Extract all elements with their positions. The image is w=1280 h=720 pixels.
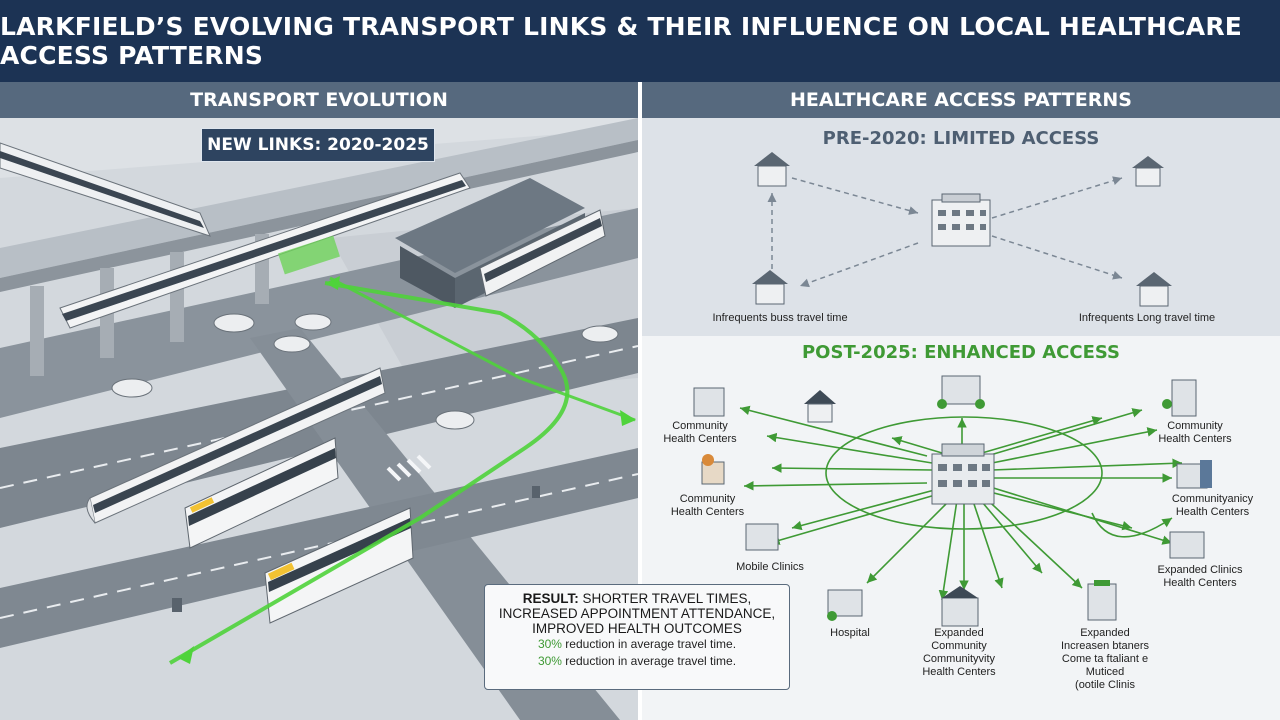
pre-links: [767, 176, 1123, 288]
expanded-clinic-icon: [1169, 531, 1205, 559]
result-line-3: IMPROVED HEALTH OUTCOMES: [532, 621, 742, 636]
bus-middle: [184, 437, 339, 549]
bus-station: [479, 209, 606, 297]
clinic-building-icon: [937, 375, 985, 409]
result-line-1: RESULT: SHORTER TRAVEL TIMES,: [493, 591, 781, 606]
result-stat-1: 30% reduction in average travel time.: [493, 636, 781, 653]
label-chc-mid-left: Community Health Centers: [670, 493, 745, 518]
pre-2020-title: PRE-2020: LIMITED ACCESS: [822, 128, 1100, 149]
mobile-clinic-icon: [745, 523, 779, 551]
community-health-center-icon: [701, 454, 725, 485]
stat1-pct: 30%: [537, 637, 562, 651]
transport-scene: [0, 118, 638, 720]
new-links-badge: NEW LINKS: 2020-2025: [201, 128, 435, 162]
house-icon: [1136, 272, 1172, 307]
road-lower: [0, 448, 638, 648]
house-icon: [804, 390, 836, 423]
post-2025-title: POST-2025: ENHANCED ACCESS: [801, 342, 1121, 363]
hospital-icon: [827, 589, 863, 621]
result-line1-text: SHORTER TRAVEL TIMES,: [578, 591, 752, 606]
transport-illustration: [0, 118, 638, 720]
station-marker: [278, 235, 340, 275]
pre-label-left: Infrequents buss travel time: [712, 312, 848, 324]
healthcare-access-header: HEALTHCARE ACCESS PATTERNS: [642, 82, 1280, 118]
result-prefix: RESULT:: [522, 591, 579, 606]
label-mobile-clinics: Mobile Clinics: [736, 561, 804, 573]
result-stat-2: 30% reduction in average travel time.: [493, 653, 781, 670]
community-health-center-icon: [1162, 379, 1197, 417]
green-route-line: [168, 281, 570, 665]
house-icon: [752, 270, 788, 305]
label-chc-top-left: Community Health Centers: [663, 420, 737, 445]
label-chc-top-right: Community Health Centers: [1158, 420, 1232, 445]
expanded-community-icon: [941, 586, 979, 627]
hospital-building-icon: [931, 193, 991, 247]
post-links: [739, 405, 1183, 601]
label-expanded-bottom-right: Expanded Increasen btaners Come ta ftali…: [1060, 627, 1150, 691]
community-health-center-icon: [1176, 460, 1212, 489]
label-expanded-community: Expanded Community Communityvity Health …: [922, 627, 996, 678]
result-box: RESULT: SHORTER TRAVEL TIMES, INCREASED …: [484, 584, 790, 690]
stat2-text: reduction in average travel time.: [561, 654, 737, 668]
transport-evolution-header: TRANSPORT EVOLUTION: [0, 82, 638, 118]
ground-train: [86, 367, 386, 524]
label-expanded-clinics: Expanded Clinics Health Centers: [1157, 564, 1243, 589]
rail-viaduct: [0, 118, 638, 278]
elevated-train: [0, 142, 471, 329]
stat2-pct: 30%: [537, 654, 562, 668]
label-hospital: Hospital: [830, 627, 870, 639]
central-hospital-hub-icon: [931, 443, 995, 505]
stat1-text: reduction in average travel time.: [561, 637, 737, 651]
page-title: LARKFIELD’S EVOLVING TRANSPORT LINKS & T…: [0, 12, 1243, 70]
pre-label-right: Infrequents Long travel time: [1078, 312, 1216, 324]
house-icon: [754, 152, 790, 187]
house-icon: [1132, 156, 1164, 187]
label-chc-mid-right: Communityanicy Health Centers: [1171, 493, 1254, 518]
panel-divider: [638, 82, 642, 720]
community-health-center-icon: [693, 387, 725, 417]
title-bar: LARKFIELD’S EVOLVING TRANSPORT LINKS & T…: [0, 0, 1280, 82]
expanded-bottom-right-icon: [1087, 580, 1117, 621]
result-line-2: INCREASED APPOINTMENT ATTENDANCE,: [498, 606, 776, 621]
access-network-diagram: [693, 152, 1212, 627]
